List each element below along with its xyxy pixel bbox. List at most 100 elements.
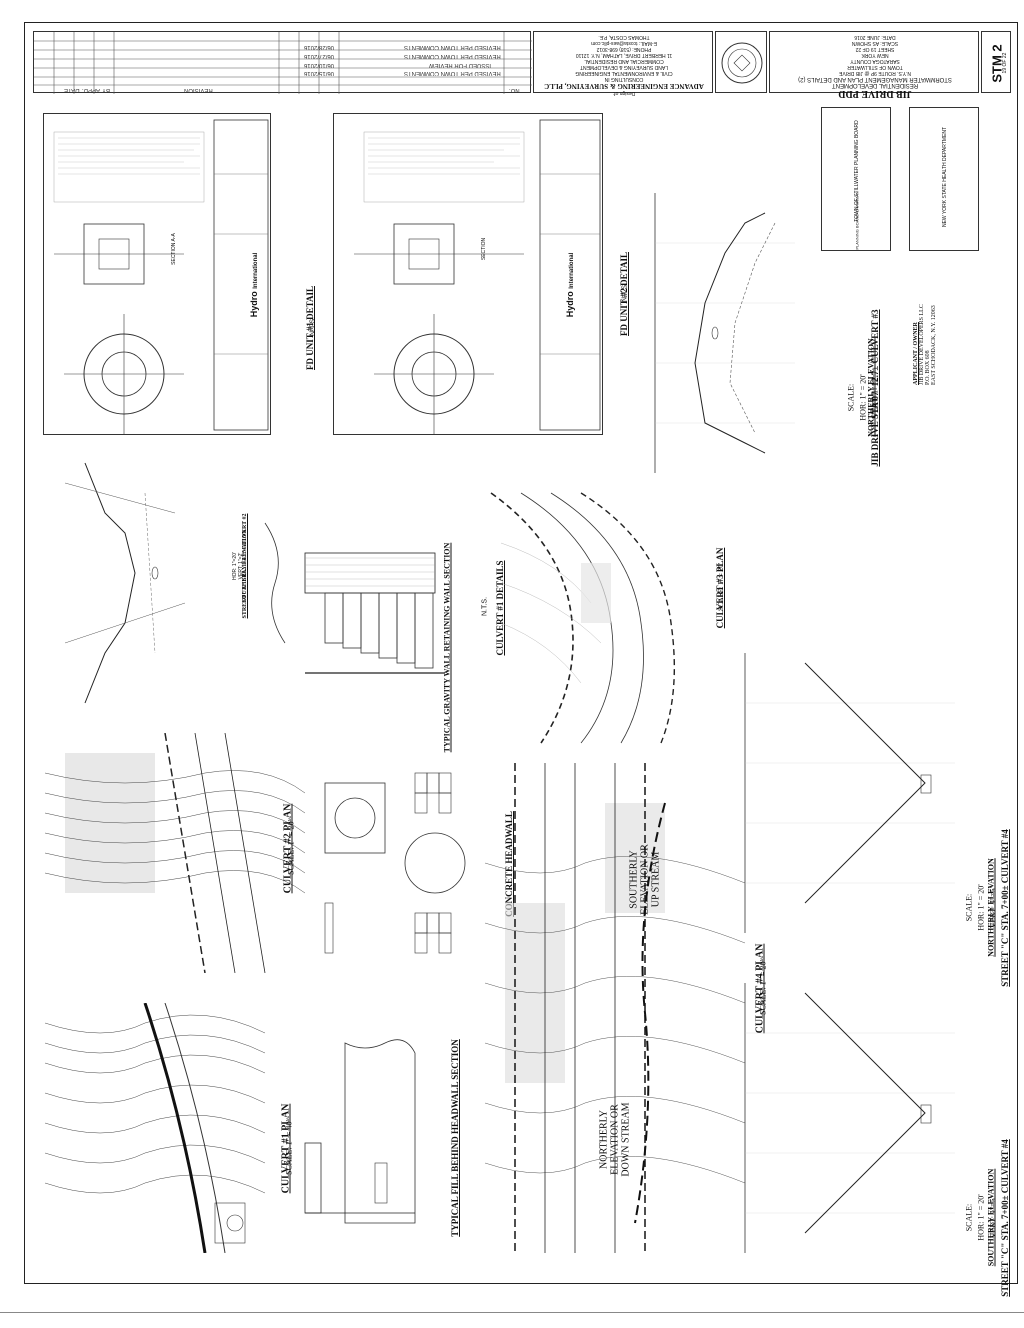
street-c-north-vert: VERT: 1"=5' [988,886,998,929]
street-c-south-title: STREET "C" STA. 7+00± CULVERT #4 [1000,1139,1010,1297]
pe-seal-icon [721,42,763,84]
rev-header-by: BY [102,87,110,93]
rev-date-1: 06/10/2016 [304,62,334,68]
northerly-line-3: DOWN STREAM [620,1102,632,1177]
street-c-south-vert: VERT: 1"=5' [988,1196,998,1239]
project-date: DATE: JUNE 2016 [854,34,896,40]
street-c-south-drawing [744,983,955,1253]
rev-no-label: NO. [509,87,520,93]
revision-table: ISSUED FOR REVIEW REVISED PER TOWN COMME… [33,31,532,94]
hydro-brand-2: Hydro International [565,225,575,345]
rev-date-4: 06/28/2016 [304,44,334,50]
street-c-north-title: STREET "C" STA. 7+00± CULVERT #4 [1000,829,1010,987]
firm-email: E-MAIL: tcosta@aes-pllc.com [591,40,657,46]
street-a-culvert2-drawing [64,462,186,704]
firm-desc-3: LAND SURVEYING & DEVELOPMENT [580,64,668,70]
project-location-4: NEW YORK [861,52,889,58]
rev-3-date: 06/27/2016 [304,53,335,59]
culvert2-plan-drawing [45,733,305,973]
rev-header-date: DATE [64,87,80,93]
project-name: JIB DRIVE PDD [838,88,912,99]
fd-unit-1-drawing [53,119,269,434]
applicant-block: APPLICANT / OWNER JIB DRIVE DEVELOPERS L… [913,265,937,385]
firm-desc-4: COMMERCIAL AND RESIDENTIAL [584,58,664,64]
typical-fill-title: TYPICAL FILL BEHIND HEADWALL SECTION [450,1039,460,1237]
rev-header-label: REVISION [184,87,213,93]
firm-address: 11 HERBERT DRIVE, LATHAM, N.Y. 12110 [575,52,673,58]
fd2-section-label: SECTION [481,237,487,261]
culvert2-plan-scale: SCALE: 1" = 20' [286,820,296,875]
revision-grid [34,32,532,94]
rev-row-2: REVISED PER TOWN COMMENTS [404,70,501,76]
rev-date-3: 06/27/2016 [304,53,334,59]
street-c-north-drawing [744,653,955,933]
hydro-brand2-text: International [253,252,259,289]
northerly-line-1: NORTHERLY [598,1110,610,1169]
rev-header-revision: REVISION [184,87,213,93]
seal-block [715,31,767,93]
culvert4-plan-drawing [485,763,745,1253]
firm-block: Design of: ADVANCE ENGINEERING & SURVEYI… [533,31,714,96]
firm-desc-2: CIVIL & ENVIRONMENTAL ENGINEERING [575,70,673,76]
rev-1-text: ISSUED FOR REVIEW [429,62,492,68]
project-location-3: SARATOGA COUNTY [850,58,900,64]
rev-row-1: ISSUED FOR REVIEW [429,62,491,68]
southerly-line-3: UP STREAM [650,851,662,908]
project-title-block: JIB DRIVE PDD RESIDENTIAL DEVELOPMENT ST… [769,31,979,99]
culvert3-elev-vert: VERT: 1"=2' [870,376,880,419]
southerly-elev-label: SOUTHERLY ELEVATION OR UP STREAM [629,830,662,930]
rev-date-2: 06/15/2016 [304,70,334,76]
project-scale: SCALE: AS SHOWN [851,40,899,46]
rev-header-appd: APPD. [82,87,100,93]
fd-unit-2-scale: N.T.S. [621,282,629,303]
street-c-south-scale: SCALE: [964,1203,974,1232]
rev-date-label: DATE [64,87,80,93]
street-a-culvert2-vert: VERT: 1"=2' [238,552,244,580]
planning-board-chairman: PLANNING BOARD CHAIRMAN [854,191,860,250]
planning-board-box: TOWN OF STILLWATER PLANNING BOARD PLANNI… [821,107,891,251]
culvert3-elev-hor: HOR: 1" = 20' [858,374,868,421]
rev-appd-label: APPD. [82,87,101,93]
firm-design-label: Design of: [612,90,636,96]
page-bottom-rule [0,1312,1024,1313]
culvert3-plan-drawing [490,492,676,744]
sheet-no: 19 OF 22 [1002,52,1008,74]
project-subtitle-2: STORMWATER MANAGEMENT PLAN AND DETAILS (… [798,76,952,82]
health-dept-title: NEW YORK STATE HEALTH DEPARTMENT [942,127,948,228]
fd-unit-1-scale: N.T.S. [309,316,317,337]
street-c-north-scale: SCALE: [964,893,974,922]
northerly-elev-label: NORTHERLY ELEVATION OR DOWN STREAM [599,1090,632,1190]
firm-phone: PHONE: (518) 698-3012 [596,46,652,52]
rev-4-text: REVISED PER TOWN COMMENTS [404,44,501,50]
typical-fill-drawing [304,1039,416,1224]
health-dept-box: NEW YORK STATE HEALTH DEPARTMENT [909,107,979,251]
applicant-line-3: EAST SCHODACK, N.Y. 12063 [931,305,937,385]
hydro-brand2-text-2: International [569,252,575,289]
project-location-2: TOWN OF STILLWATER [847,64,903,70]
rev-4-date: 06/28/2016 [304,44,335,50]
street-c-south-hor: HOR: 1" = 20' [976,1194,986,1241]
culvert3-elev-scale: SCALE: [846,383,856,412]
drawing-sheet: ISSUED FOR REVIEW REVISED PER TOWN COMME… [24,22,1018,1297]
rev-row-3: REVISED PER TOWN COMMENTS [404,53,501,59]
rev-by-label: BY [102,87,111,93]
project-sheet: SHEET 19 OF 22 [855,46,895,52]
rev-header-no: NO. [509,87,520,93]
project-subtitle-1: RESIDENTIAL DEVELOPMENT [831,82,919,88]
fd-unit-1-sheet: Hydro International SECTION A-A [43,113,271,435]
firm-name: ADVANCE ENGINEERING & SURVEYING, PLLC [544,82,704,90]
rev-2-date: 06/15/2016 [304,70,335,76]
rev-row-4: REVISED PER TOWN COMMENTS [404,44,501,50]
firm-text: Design of: ADVANCE ENGINEERING & SURVEYI… [534,34,714,96]
gravity-wall-title: TYPICAL GRAVITY WALL RETAINING WALL SECT… [442,542,452,753]
hydro-brand-text: Hydro [249,291,259,318]
culvert3-plan-scale: SCALE: 1" = 20' [717,563,725,611]
southerly-line-1: SOUTHERLY [628,850,640,909]
fd-unit-2-sheet: Hydro International SECTION [333,113,603,435]
gravity-wall-drawing [264,522,445,674]
fd-unit-2-drawing [354,119,601,434]
culvert1-plan-drawing [45,1003,265,1253]
hydro-brand-text-2: Hydro [565,291,575,318]
sheet-number-block: STM 2 19 OF 22 [981,31,1011,93]
rev-2-text: REVISED PER TOWN COMMENTS [404,70,501,76]
